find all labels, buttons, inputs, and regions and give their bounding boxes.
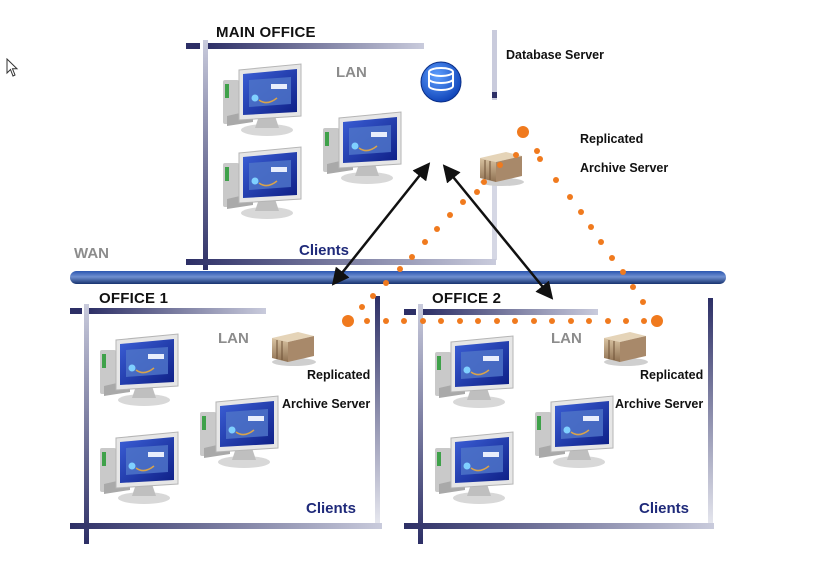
replication-path-office1-to-office2 (342, 315, 663, 327)
office2-clients (434, 335, 614, 505)
client-computer-icon (534, 395, 614, 469)
wan-bus (70, 271, 726, 284)
database-icon (420, 61, 462, 103)
database-server-label: Database Server (506, 48, 604, 62)
arrow-database-to-office1 (331, 162, 431, 286)
client-computer-icon (222, 63, 302, 137)
office1-clients-label: Clients (306, 500, 357, 517)
client-computer-icon (199, 395, 279, 469)
office1-lan-label: LAN (218, 330, 249, 347)
client-computer-icon (434, 335, 514, 409)
main-office-archive-label-line2: Archive Server (580, 161, 669, 175)
main-office-title: MAIN OFFICE (216, 24, 316, 41)
mouse-cursor-icon (6, 58, 19, 77)
office2-archive-server (603, 331, 649, 366)
office2-lan-label: LAN (551, 330, 582, 347)
office1-frame (70, 296, 382, 544)
office2-title: OFFICE 2 (432, 290, 502, 307)
office1-archive-label-line1: Replicated (307, 368, 371, 382)
main-office-clients-label: Clients (299, 242, 350, 259)
client-computer-icon (322, 111, 402, 185)
main-office-clients (222, 63, 402, 220)
database-server (420, 61, 462, 103)
wan-label: WAN (74, 245, 109, 262)
arrow-database-to-office2 (442, 164, 554, 300)
client-computer-icon (99, 333, 179, 407)
office1-archive-server (271, 331, 317, 366)
main-office-lan-label: LAN (336, 64, 367, 81)
office2-archive-label-line2: Archive Server (615, 397, 704, 411)
office2-frame (404, 298, 714, 544)
office1-clients (99, 333, 279, 505)
office2-clients-label: Clients (639, 500, 690, 517)
archive-boxes-icon (271, 331, 317, 366)
client-computer-icon (222, 146, 302, 220)
office1-archive-label-line2: Archive Server (282, 397, 371, 411)
replication-path-main-to-office2 (517, 126, 646, 305)
office1-title: OFFICE 1 (99, 290, 169, 307)
main-office-archive-label-line1: Replicated (580, 132, 644, 146)
client-computer-icon (434, 431, 514, 505)
office2-archive-label-line1: Replicated (640, 368, 704, 382)
client-computer-icon (99, 431, 179, 505)
archive-boxes-icon (603, 331, 649, 366)
